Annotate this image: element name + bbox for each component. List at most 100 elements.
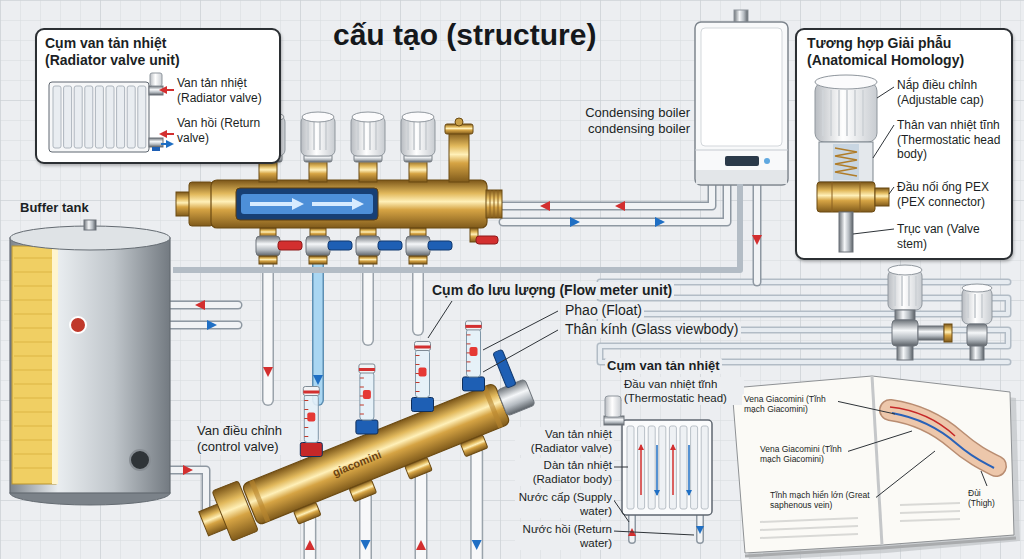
buffer-tank-art — [84, 220, 96, 230]
anatomy-book — [760, 534, 858, 538]
upper-manifold — [189, 182, 213, 226]
flow-meter — [412, 398, 434, 412]
thermostatic-valve — [962, 288, 992, 324]
thermostatic-valve — [962, 284, 992, 292]
pex-pipe — [359, 497, 372, 559]
condensing-boiler-art — [701, 28, 782, 146]
radiator — [701, 426, 708, 509]
upper-manifold — [211, 180, 487, 228]
thermostatic-valve — [897, 346, 913, 360]
upper-manifold — [476, 236, 498, 244]
radiator — [638, 426, 645, 509]
info-panel-art — [833, 144, 859, 180]
thermostatic-valve — [892, 320, 918, 346]
pex-pipe — [313, 375, 323, 385]
book-label: Vena Giacomini (Tĩnh mạch Giacomini) — [758, 444, 848, 465]
upper-manifold — [312, 202, 352, 206]
upper-manifold — [256, 236, 280, 256]
radiator — [680, 426, 687, 509]
upper-manifold — [352, 112, 384, 122]
tank-pipe — [183, 465, 193, 475]
info-panel-art — [862, 90, 864, 136]
info-panel-art — [832, 182, 860, 212]
radiator — [669, 426, 676, 509]
leader-line — [483, 330, 558, 372]
info-panel-art — [819, 142, 873, 182]
flow-meter — [416, 391, 420, 392]
info-panel-art — [161, 143, 166, 145]
radiator — [688, 445, 690, 495]
upper-manifold — [455, 118, 463, 126]
buffer-tank-art — [130, 450, 150, 470]
part-label: Van điều chỉnh (control valve) — [195, 423, 299, 455]
radiator — [696, 512, 704, 540]
lower-manifold — [293, 502, 320, 524]
flow-meter — [304, 395, 318, 443]
flow-meter — [466, 325, 482, 328]
info-panel-art — [127, 86, 135, 148]
flow-meter — [359, 368, 375, 371]
condensing-boiler-art — [696, 170, 787, 184]
anatomy-book — [892, 413, 994, 468]
info-panel-art — [835, 148, 857, 176]
tank-pipe — [168, 321, 238, 330]
info-panel-art — [159, 130, 167, 138]
upper-manifold — [409, 160, 427, 182]
pex-pipe — [303, 520, 316, 559]
pex-pipe — [415, 475, 428, 559]
upper-manifold — [498, 190, 499, 218]
component-label: Buffer tank — [20, 200, 89, 216]
upper-manifold — [241, 194, 373, 214]
leader-line — [613, 499, 629, 522]
pex-pipe — [312, 262, 324, 400]
pex-pipe — [472, 452, 482, 559]
part-label: Thân kính (Glass viewbody) — [563, 321, 741, 338]
anatomy-book — [900, 511, 960, 513]
buffer-tank-art — [14, 314, 54, 315]
anatomy-book — [732, 376, 882, 553]
info-panel-art — [95, 86, 103, 148]
pex-pipe — [305, 540, 315, 550]
condensing-boiler-art — [695, 150, 788, 151]
thermostatic-valve — [915, 276, 917, 306]
flow-meter — [416, 350, 430, 398]
upper-manifold — [375, 122, 377, 150]
flow-meter — [463, 377, 485, 391]
info-panel-art — [53, 86, 61, 148]
upper-manifold — [278, 241, 302, 250]
buffer-tank-art — [14, 300, 54, 301]
flow-meter — [415, 342, 431, 351]
upper-manifold — [425, 122, 427, 150]
radiator — [648, 426, 655, 509]
buffer-tank-art — [12, 246, 56, 484]
upper-manifold — [402, 112, 434, 122]
upper-manifold — [236, 188, 378, 220]
thermostatic-valve — [967, 324, 987, 346]
lower-manifold — [249, 480, 270, 523]
info-panel-art — [152, 147, 160, 151]
flow-meter — [360, 405, 364, 406]
radiator — [638, 444, 644, 450]
upper-manifold — [307, 122, 309, 150]
upper-manifold — [409, 256, 427, 264]
upper-manifold — [449, 132, 469, 182]
anatomy-book — [900, 503, 960, 505]
info-panel-art — [822, 90, 824, 136]
pex-pipe — [314, 262, 323, 400]
flow-meter — [467, 361, 471, 362]
part-label: Phao (Float) — [563, 302, 644, 319]
leader-line — [874, 451, 935, 499]
radiator — [670, 444, 676, 450]
pex-pipe — [305, 520, 315, 559]
condensing-boiler: Condensing boiler condensing boiler — [545, 10, 795, 188]
pex-pipe — [364, 262, 373, 340]
upper-manifold — [378, 241, 402, 250]
info-panel-art — [74, 86, 82, 148]
info-panel-art — [138, 86, 146, 148]
part-label: Thân van nhiệt tĩnh (Thermostatic head b… — [897, 118, 1005, 162]
condensing-boiler-art — [764, 158, 770, 164]
radiator — [656, 445, 658, 495]
anatomy-book — [900, 519, 960, 521]
anatomy-book — [760, 526, 858, 530]
